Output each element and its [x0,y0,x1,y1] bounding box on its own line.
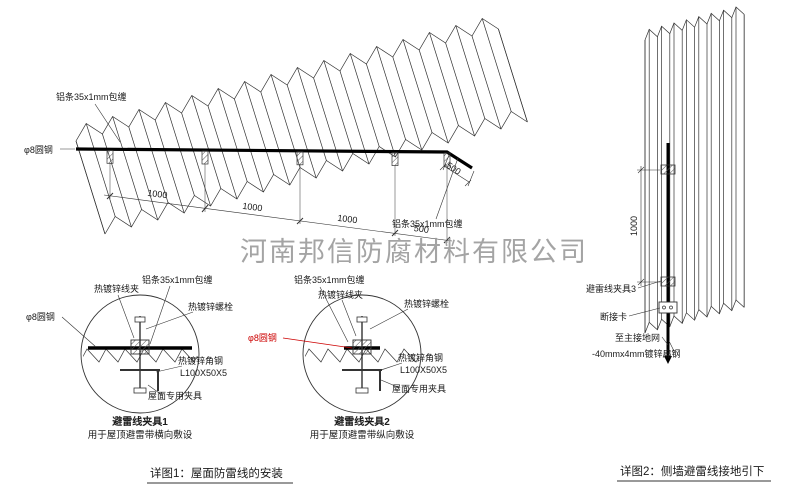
detail-2-leader-lines [319,286,409,389]
detail-2-label-roof-clamp: 屋面专用夹具 [392,383,446,394]
dim-500-1: 500 [413,223,429,235]
dim-500-2: 500 [445,160,463,177]
detail-1-label-angle-steel: 热镀锌角钢 [178,355,223,366]
label-wire-clamp-3: 避雷线夹具3 [586,283,636,294]
roof-leader-lines [60,103,459,220]
detail-2-clamp: 铝条35x1mm包缠 热镀锌线夹 热镀锌螺栓 φ8圆钢 热镀锌角钢 L100X5… [248,274,449,441]
caption-1-text: 详图1：屋面防雷线的安装 [150,466,283,480]
detail-1-circle [80,294,200,414]
detail-2-red-leader-line [282,337,353,349]
label-disconnect-card: 断接卡 [600,311,627,322]
corrugated-roof-sheet [75,18,528,235]
company-watermark: 河南邦信防腐材料有限公司 [240,237,588,267]
detail-1-leader-lines [61,285,194,396]
detail-1-label-angle-spec: L100X50X5 [180,368,227,378]
detail-2-wire-clip [352,339,372,355]
ground-arrow-icon [664,356,672,364]
detail-2-subtitle: 用于屋顶避雷带纵向敷设 [310,429,415,441]
detail-1-wire-clip [130,339,150,355]
label-aluminum-strip-right: 铝条35x1mm包缠 [392,218,463,229]
caption-1: 详图1：屋面防雷线的安装 [147,466,293,484]
roof-isometric-view: 1000 1000 1000 500 500 铝条35x1mm包缠 φ8圆钢 铝… [24,18,528,244]
label-round-steel-roof: φ8圆钢 [24,144,53,155]
detail-2-label-angle-steel: 热镀锌角钢 [398,352,443,363]
lightning-wire-roof [75,147,473,170]
detail-1-top-nut [134,316,146,323]
roof-sheet-edges [75,28,528,235]
label-to-main-ground: 至主接地网 [615,332,660,343]
dim-1000-3: 1000 [337,213,358,226]
detail-2-title: 避雷线夹具2 [333,415,390,428]
wall-dimension-1000: 1000 [629,166,660,286]
wall-clamp-upper [660,164,676,175]
detail-1-title: 避雷线夹具1 [111,415,168,428]
detail-2-label-bolt: 热镀锌螺栓 [404,298,449,309]
detail-1-subtitle: 用于屋顶避雷带横向敷设 [88,429,193,441]
detail-2-label-angle-spec: L100X50X5 [400,365,447,375]
dim-1000-2: 1000 [242,201,263,214]
wall-sheet-edges [644,14,745,333]
wall-clamp-lower [660,276,676,287]
detail-2-circle [302,294,422,414]
caption-2-text: 详图2：侧墙避雷线接地引下 [620,464,764,478]
detail-1-label-bolt: 热镀锌螺栓 [188,301,233,312]
wall-dim-1000: 1000 [629,216,639,236]
detail-1-label-round-steel: φ8圆钢 [26,311,55,322]
detail-1-label-al-strip: 铝条35x1mm包缠 [142,274,213,285]
wall-side-view: 1000 避雷线夹具3 断接卡 至主接地网 -40mmx4mm镀锌扁钢 [586,6,745,364]
label-aluminum-strip-top: 铝条35x1mm包缠 [56,91,127,102]
roof-dimension-chain: 1000 1000 1000 500 [103,163,453,244]
detail-1-bottom-nut [133,387,147,394]
detail-1-label-roof-clamp: 屋面专用夹具 [148,390,202,401]
detail-2-bottom-nut [355,387,369,394]
detail-1-label-wire-clip: 热镀锌线夹 [94,283,139,294]
dim-1000-1: 1000 [147,188,168,201]
detail-1-clamp: 热镀锌线夹 铝条35x1mm包缠 热镀锌螺栓 φ8圆钢 热镀锌角钢 L100X5… [26,274,233,441]
detail-2-label-al-strip: 铝条35x1mm包缠 [294,274,365,285]
disconnect-card-symbol [658,301,678,314]
detail-2-label-round-steel-red: φ8圆钢 [248,332,277,343]
wall-leader-lines [628,280,676,354]
caption-2: 详图2：侧墙避雷线接地引下 [617,464,771,482]
label-galvanized-flat-steel: -40mmx4mm镀锌扁钢 [592,348,681,359]
detail-2-top-nut [356,316,368,323]
detail-2-label-wire-clip: 热镀锌线夹 [318,289,363,300]
